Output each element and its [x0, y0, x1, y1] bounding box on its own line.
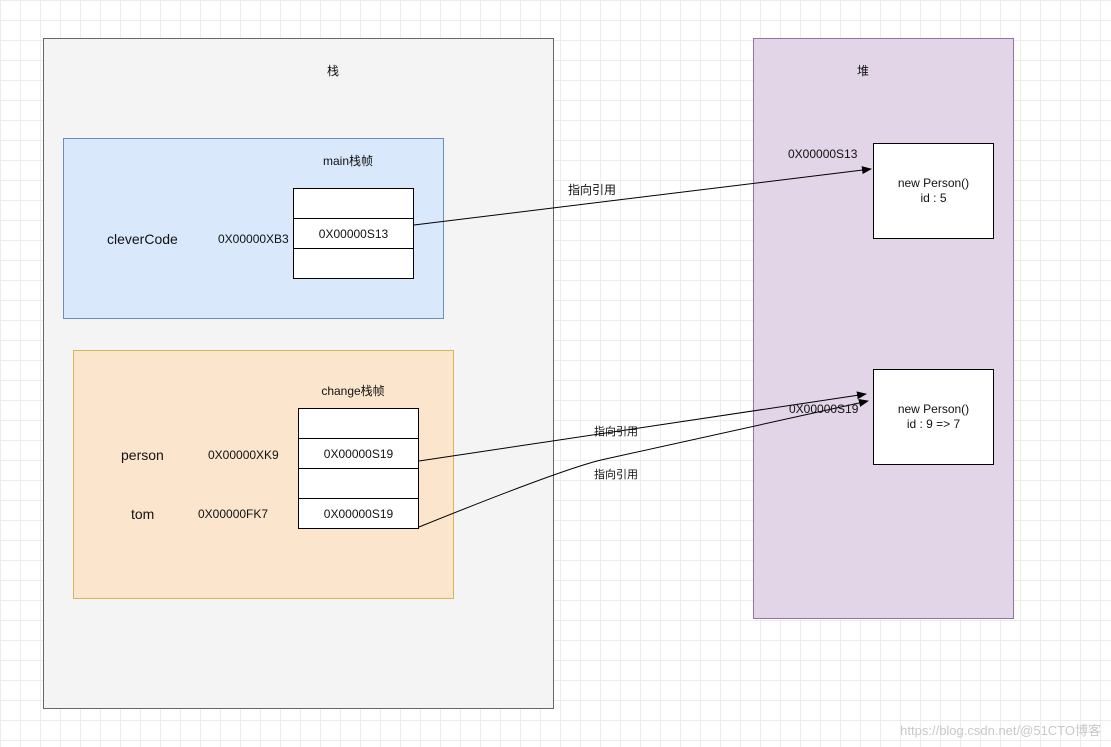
watermark: https://blog.csdn.net/@51CTO博客 — [900, 723, 1101, 738]
var-addr-clevercode: 0X00000XB3 — [218, 232, 289, 246]
change-frame-cell-1 — [298, 408, 419, 439]
object-s13-line2: id : 5 — [920, 191, 947, 205]
arrow-clevercode-to-s13 — [413, 166, 872, 226]
person-object-s13: new Person() id : 5 — [873, 143, 994, 239]
var-name-person: person — [121, 447, 164, 463]
var-name-clevercode: cleverCode — [107, 231, 178, 247]
arrow-label-1: 指向引用 — [568, 183, 617, 197]
heap-area — [753, 38, 1014, 619]
change-frame-cell-3 — [298, 468, 419, 499]
main-frame-cell-3 — [293, 248, 414, 279]
var-addr-person: 0X00000XK9 — [208, 448, 279, 462]
heap-title: 堆 — [856, 64, 870, 78]
change-frame-cell-4: 0X00000S19 — [298, 498, 419, 529]
main-frame-title: main栈帧 — [322, 154, 374, 168]
object-s13-line1: new Person() — [897, 176, 970, 190]
arrow-person-to-s19 — [418, 391, 867, 462]
change-frame-title: change栈帧 — [321, 384, 385, 398]
arrow-label-2: 指向引用 — [594, 426, 638, 438]
var-addr-tom: 0X00000FK7 — [198, 507, 269, 521]
change-frame-cell-2: 0X00000S19 — [298, 438, 419, 469]
object-s19-line1: new Person() — [897, 402, 970, 416]
person-object-s19: new Person() id : 9 => 7 — [873, 369, 994, 465]
object-s19-line2: id : 9 => 7 — [906, 417, 961, 431]
arrow-label-3: 指向引用 — [594, 469, 638, 481]
object-addr-s19: 0X00000S19 — [789, 402, 859, 416]
arrow-tom-to-s19 — [418, 399, 869, 528]
object-addr-s13: 0X00000S13 — [788, 147, 858, 161]
stack-title: 栈 — [326, 64, 340, 78]
main-frame-cell-2: 0X00000S13 — [293, 218, 414, 249]
var-name-tom: tom — [131, 506, 155, 522]
